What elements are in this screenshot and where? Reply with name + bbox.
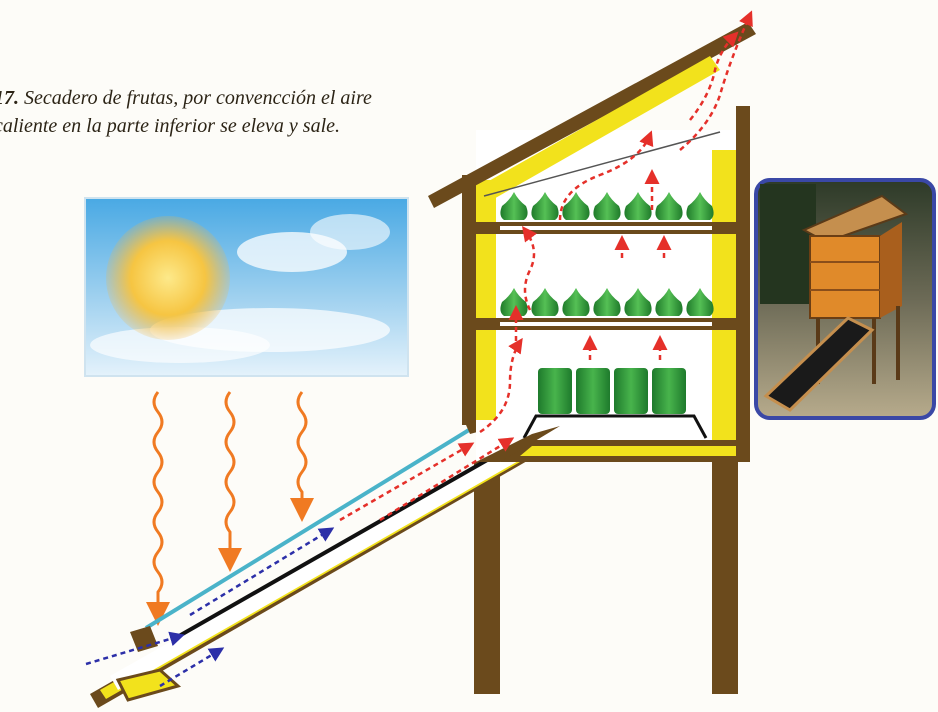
fruit-boxes <box>538 368 686 414</box>
fruit-icon <box>562 192 590 220</box>
sky-panel <box>84 197 409 377</box>
fruit-icon <box>500 192 528 220</box>
fruit-icon <box>562 288 590 316</box>
fruit-icon <box>686 192 714 220</box>
hot-air-exit-arrow <box>689 31 739 121</box>
hot-air-arrow <box>522 225 537 311</box>
fruit-icon <box>531 192 559 220</box>
fruit-icon <box>655 192 683 220</box>
hot-air-exit-arrow <box>679 10 753 151</box>
fruit-box <box>614 368 648 414</box>
fruit-icon <box>686 288 714 316</box>
fruit-icon <box>593 192 621 220</box>
hot-air-arrow <box>379 437 515 522</box>
hot-air-arrow <box>479 337 523 434</box>
cold-air-arrow <box>85 631 185 666</box>
caption-line-1: 17. Secadero de frutas, por convencción … <box>0 84 372 112</box>
dryer-photo <box>754 178 936 420</box>
fruit-icon <box>531 288 559 316</box>
hot-air-arrow <box>339 442 475 522</box>
fruit-trays <box>500 192 714 316</box>
caption-line-2: caliente en la parte inferior se eleva y… <box>0 115 341 137</box>
cold-air-arrow <box>189 527 335 617</box>
fruit-icon <box>655 288 683 316</box>
fruit-box <box>576 368 610 414</box>
fruit-box <box>652 368 686 414</box>
cabinet-roof <box>428 22 756 208</box>
sun-ray-2 <box>218 391 242 572</box>
hot-air-flow <box>339 10 753 522</box>
sun-ray-3 <box>290 391 314 522</box>
dryer-legs <box>474 462 738 694</box>
figure-caption: 17. Secadero de frutas, por convencción … <box>0 84 372 140</box>
cold-air-arrow <box>159 647 225 688</box>
fruit-icon <box>593 288 621 316</box>
fruit-icon <box>624 288 652 316</box>
sun-ray-1 <box>146 391 170 626</box>
fruit-box <box>538 368 572 414</box>
sun-rays <box>146 391 314 626</box>
cold-air-flow <box>85 527 335 688</box>
hot-air-arrow <box>558 130 654 221</box>
fruit-icon <box>624 192 652 220</box>
sun-icon <box>106 216 230 340</box>
caption-text-1: Secadero de frutas, por convencción el a… <box>24 87 372 109</box>
figure-number: 17. <box>0 87 19 109</box>
